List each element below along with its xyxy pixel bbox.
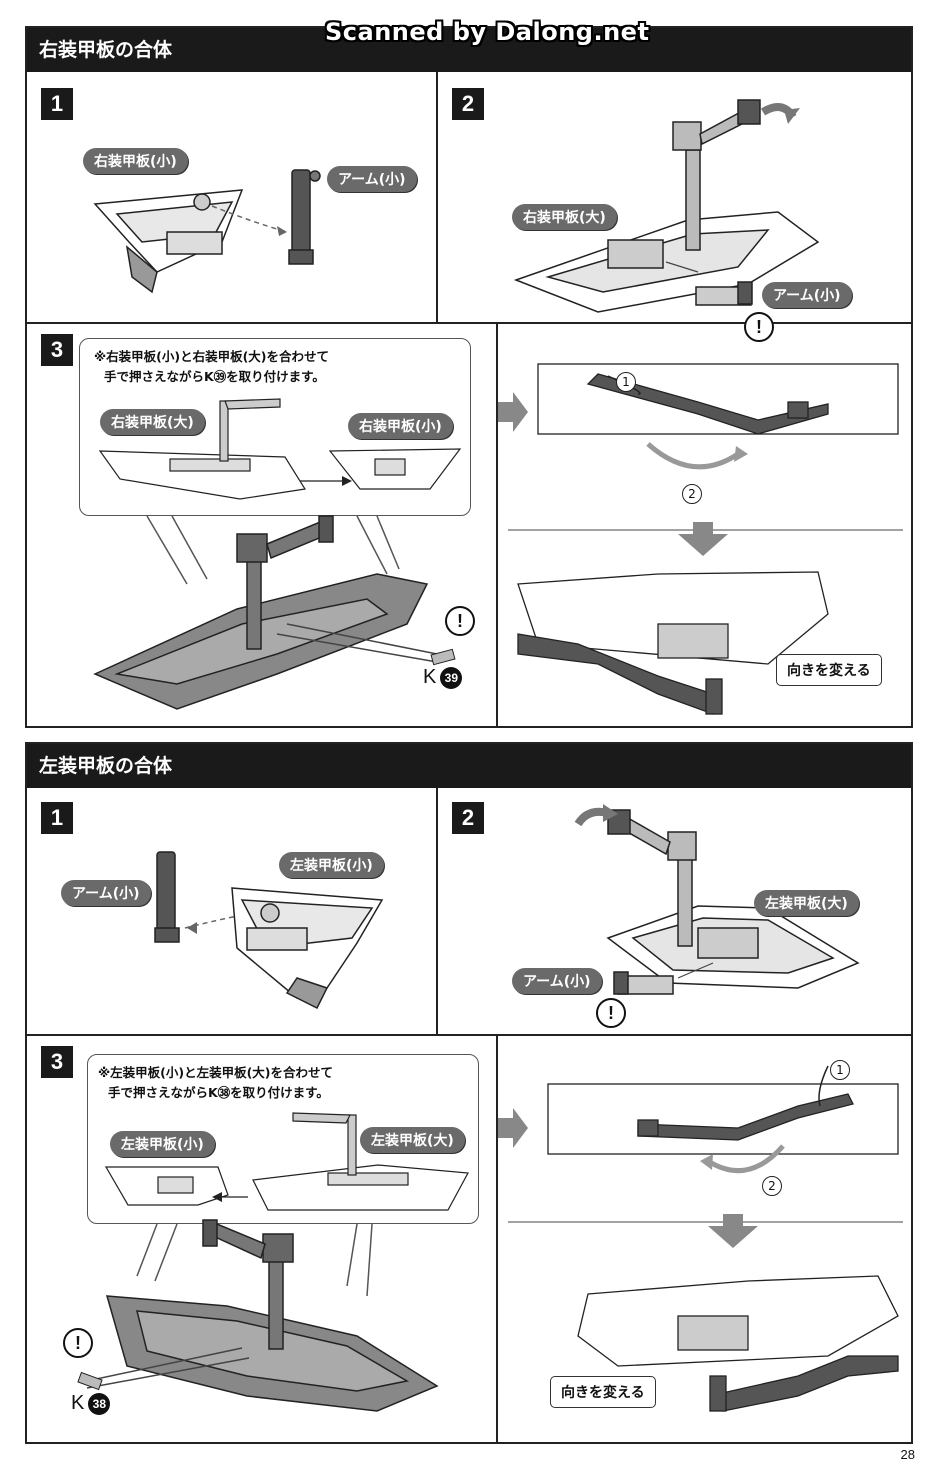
step-number: 3 (41, 1046, 73, 1078)
left-step3-panel: 3 ※左装甲板(小)と左装甲板(大)を合わせて 手で押さえながらK㊳を取り付けま… (27, 1036, 498, 1442)
label-left-small-plate: 左装甲板(小) (279, 852, 384, 878)
right-small-plate-illustration (93, 169, 321, 294)
left-armor-section: 左装甲板の合体 1 左装甲板(小) アーム(小) 2 (25, 742, 913, 1444)
warning-icon: ! (596, 998, 626, 1028)
left-section-title: 左装甲板の合体 (27, 744, 911, 788)
right-armor-section: 右装甲板の合体 1 右装甲板(小) アーム(小) 2 (25, 26, 913, 728)
part-number-badge: 38 (88, 1392, 111, 1415)
page-number: 28 (900, 1447, 915, 1462)
note-callout-box: ※左装甲板(小)と左装甲板(大)を合わせて 手で押さえながらK㊳を取り付けます。… (87, 1054, 479, 1224)
right-section-title: 右装甲板の合体 (27, 28, 911, 72)
left-large-plate-illustration (574, 804, 860, 995)
note-illustration (104, 1112, 469, 1211)
label-arm-small: アーム(小) (61, 880, 151, 906)
note-line-1: ※右装甲板(小)と右装甲板(大)を合わせて (94, 349, 330, 364)
warning-icon: ! (445, 606, 475, 636)
callout-number-1: 1 (830, 1060, 850, 1080)
label-right-large-plate: 右装甲板(大) (512, 204, 617, 230)
step-number: 2 (452, 802, 484, 834)
label-left-large-plate: 左装甲板(大) (360, 1127, 465, 1153)
note-illustration (98, 398, 462, 500)
part-number-badge: 39 (440, 666, 463, 689)
left-step3-result-panel: 1 2 向きを変える (498, 1036, 911, 1442)
right-step2-panel: 2 右装甲板(大) アーム(小) ! (438, 72, 911, 342)
flip-direction-label: 向きを変える (550, 1376, 656, 1408)
left-result-illustration (498, 1065, 903, 1412)
right-result-illustration (498, 363, 903, 715)
callout-number-1: 1 (616, 372, 636, 392)
label-arm-small: アーム(小) (512, 968, 602, 994)
label-arm-small: アーム(小) (762, 282, 852, 308)
note-line-2: 手で押さえながらK㊳を取り付けます。 (108, 1085, 329, 1100)
right-step3-result-panel: 1 2 向きを変える (498, 324, 911, 726)
label-right-small-plate: 右装甲板(小) (83, 148, 188, 174)
note-line-1: ※左装甲板(小)と左装甲板(大)を合わせて (98, 1065, 334, 1080)
left-step2-panel: 2 左装甲板(大) アーム(小) ! (438, 788, 911, 1036)
warning-icon: ! (744, 312, 774, 342)
right-large-plate-illustration (513, 99, 820, 313)
callout-number-2: 2 (762, 1176, 782, 1196)
callout-number-2: 2 (682, 484, 702, 504)
flip-direction-label: 向きを変える (776, 654, 882, 686)
step-number: 1 (41, 88, 73, 120)
right-assembly-illustration (93, 515, 456, 710)
warning-icon: ! (63, 1328, 93, 1358)
note-callout-box: ※右装甲板(小)と右装甲板(大)を合わせて 手で押さえながらK㊴を取り付けます。… (79, 338, 471, 516)
label-left-large-plate: 左装甲板(大) (754, 890, 859, 916)
right-step1-panel: 1 右装甲板(小) アーム(小) (27, 72, 438, 324)
label-right-large-plate: 右装甲板(大) (100, 409, 205, 435)
step-number: 3 (41, 334, 73, 366)
right-step3-panel: 3 ※右装甲板(小)と右装甲板(大)を合わせて 手で押さえながらK㊴を取り付けま… (27, 324, 498, 726)
step-number: 1 (41, 802, 73, 834)
watermark: Scanned by Dalong.net (325, 18, 650, 46)
part-letter: K (71, 1392, 85, 1414)
left-assembly-illustration (77, 1219, 439, 1412)
left-step1-panel: 1 左装甲板(小) アーム(小) (27, 788, 438, 1036)
label-right-small-plate: 右装甲板(小) (348, 413, 453, 439)
label-arm-small: アーム(小) (327, 166, 417, 192)
left-small-plate-illustration (154, 851, 384, 1010)
label-left-small-plate: 左装甲板(小) (110, 1131, 215, 1157)
part-letter: K (423, 666, 437, 688)
note-line-2: 手で押さえながらK㊴を取り付けます。 (104, 369, 325, 384)
step-number: 2 (452, 88, 484, 120)
